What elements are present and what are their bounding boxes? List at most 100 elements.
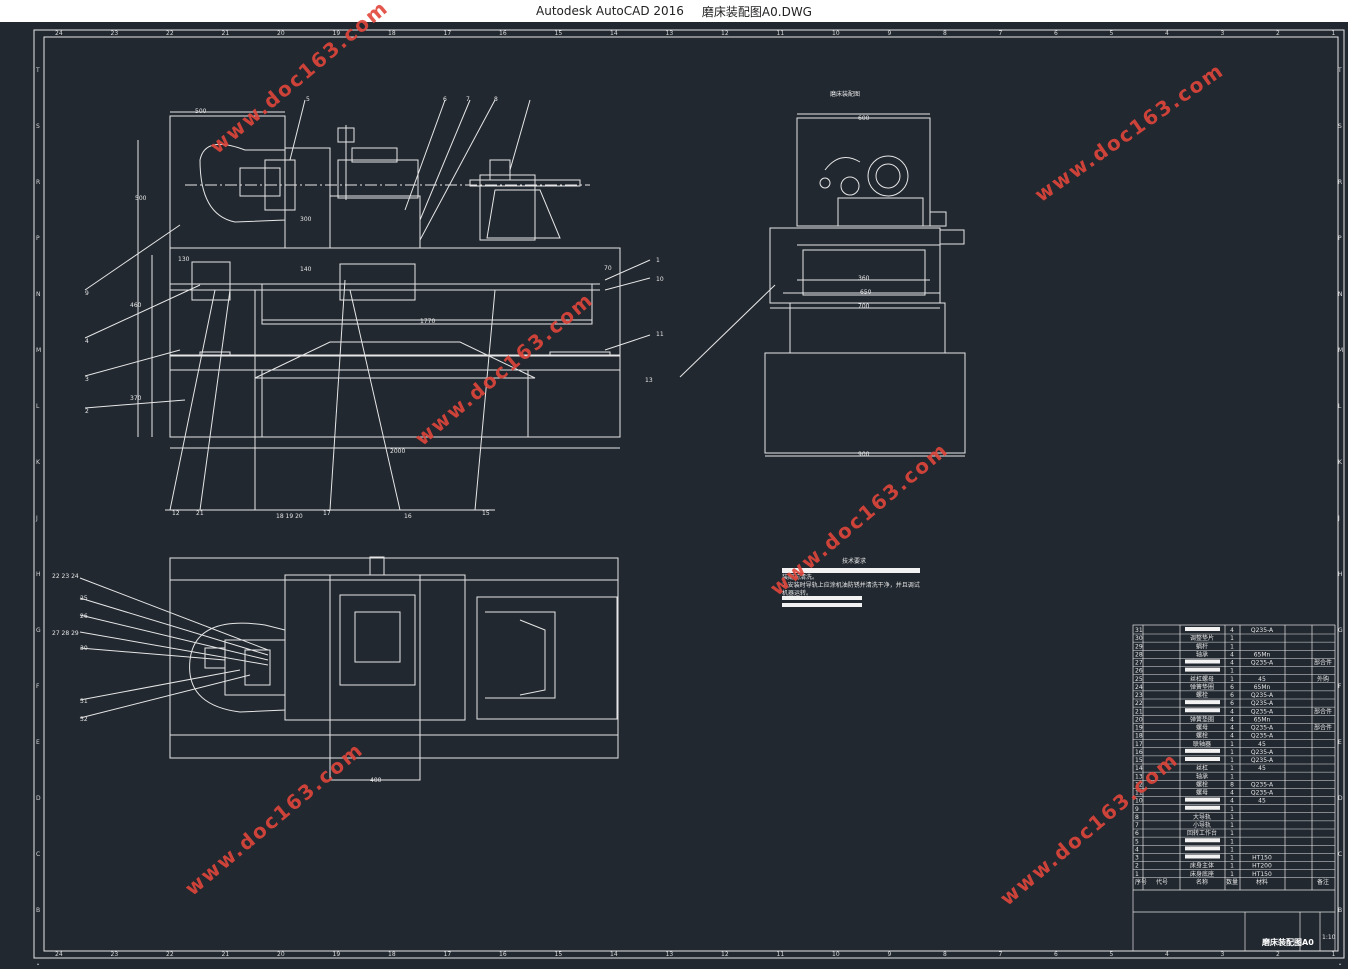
- bom-row-number: 12: [1135, 781, 1143, 788]
- bom-row-redaction: [1185, 708, 1220, 713]
- bom-row-qty: 1: [1230, 741, 1234, 748]
- bom-row-number: 29: [1135, 643, 1143, 650]
- title-bar: Autodesk AutoCAD 2016 磨床装配图A0.DWG: [0, 0, 1348, 22]
- front-dimension: 2000: [390, 448, 406, 455]
- bom-row-number: 30: [1135, 635, 1143, 642]
- frame-number-bottom: 1: [1332, 951, 1336, 958]
- frame-number-bottom: 7: [999, 951, 1003, 958]
- bom-row-remark: 外购: [1317, 675, 1329, 683]
- bom-row-redaction: [1185, 838, 1220, 843]
- bom-row-qty: 1: [1230, 830, 1234, 837]
- bom-row-qty: 1: [1230, 757, 1234, 764]
- frame-number-bottom: 23: [111, 951, 119, 958]
- bom-row-name: 弹簧垫圈: [1190, 715, 1214, 723]
- side-view-title: 磨床装配图: [830, 91, 861, 98]
- bom-row-material: 65Mn: [1254, 716, 1271, 723]
- frame-letter-right: D: [1338, 795, 1343, 802]
- bom-row-material: 45: [1258, 798, 1266, 805]
- bom-row-number: 19: [1135, 725, 1143, 732]
- frame-letter-left: R: [36, 179, 40, 186]
- frame-number-top: 8: [943, 30, 947, 37]
- bom-row-name: 回转工作台: [1187, 829, 1217, 837]
- front-dimension: 300: [300, 216, 312, 223]
- bom-row-qty: 4: [1230, 660, 1234, 667]
- bom-row-number: 3: [1135, 855, 1139, 862]
- technical-notes: 技术要求 装配前清洗。 2.安装时导轨上应涂机油防锈并清洗干净，并且调试 机器运…: [782, 558, 920, 598]
- bom-row-material: 65Mn: [1254, 684, 1271, 691]
- bom-row-name: 螺栓: [1196, 732, 1208, 740]
- frame-number-top: 24: [55, 30, 63, 37]
- bom-row-qty: 1: [1230, 676, 1234, 683]
- frame-letter-right: G: [1338, 627, 1343, 634]
- bom-header-mat: 材料: [1256, 878, 1268, 886]
- bom-row-redaction: [1185, 667, 1220, 672]
- bom-row-name: 轴承: [1196, 650, 1208, 658]
- bom-row-number: 14: [1135, 765, 1143, 772]
- bom-row-qty: 1: [1230, 806, 1234, 813]
- bom-row-number: 18: [1135, 733, 1143, 740]
- frame-letter-left: M: [36, 347, 41, 354]
- frame-number-bottom: 2: [1276, 951, 1280, 958]
- bom-row-qty: 4: [1230, 790, 1234, 797]
- frame-labels: 2424232322222121202019191818171716161515…: [35, 30, 1343, 969]
- bom-row-number: 17: [1135, 741, 1143, 748]
- bom-row-name: 轴承: [1196, 772, 1208, 780]
- frame-number-top: 7: [999, 30, 1003, 37]
- top-callout: 27 28 29: [52, 630, 79, 637]
- side-dimension: 600: [858, 115, 870, 122]
- frame-number-top: 14: [610, 30, 618, 37]
- top-callout: 26: [80, 613, 88, 620]
- frame-number-top: 22: [166, 30, 174, 37]
- bom-row-name: 床身主体: [1190, 862, 1214, 870]
- top-callout: 31: [80, 698, 88, 705]
- bom-row-qty: 1: [1230, 749, 1234, 756]
- front-callout: 12: [172, 510, 180, 517]
- front-callout: 1: [656, 257, 660, 264]
- front-dimension: 70: [604, 265, 612, 272]
- frame-letter-left: L: [36, 403, 40, 410]
- bom-row-name: 调整垫片: [1190, 634, 1214, 642]
- bom-row-name: 螺栓: [1196, 780, 1208, 788]
- frame-number-bottom: 15: [555, 951, 563, 958]
- top-callout: 25: [80, 595, 88, 602]
- frame-number-bottom: 20: [277, 951, 285, 958]
- frame-number-bottom: 16: [499, 951, 507, 958]
- front-dimension: 500: [135, 195, 147, 202]
- bom-row-number: 7: [1135, 822, 1139, 829]
- frame-number-bottom: 19: [333, 951, 341, 958]
- bom-row-number: 10: [1135, 798, 1143, 805]
- front-dimension: 370: [130, 395, 142, 402]
- frame-letter-right: E: [1338, 739, 1342, 746]
- frame-letter-left: D: [36, 795, 41, 802]
- bom-row-material: 45: [1258, 741, 1266, 748]
- bom-row-qty: 1: [1230, 838, 1234, 845]
- bom-row-redaction: [1185, 700, 1220, 705]
- frame-letter-left: G: [36, 627, 41, 634]
- side-dimension: 360: [858, 275, 870, 282]
- bom-row-name: 丝杠螺母: [1190, 675, 1214, 683]
- frame-number-bottom: 4: [1165, 951, 1169, 958]
- bom-row-redaction: [1185, 748, 1220, 753]
- frame-number-top: 11: [777, 30, 785, 37]
- frame-letter-right: M: [1338, 347, 1343, 354]
- frame-number-top: 13: [666, 30, 674, 37]
- bom-row-qty: 1: [1230, 822, 1234, 829]
- bom-row-name: 螺栓: [1196, 691, 1208, 699]
- bom-row-name: 小导轨: [1193, 821, 1211, 829]
- frame-letter-right: R: [1338, 179, 1342, 186]
- bom-row-redaction: [1185, 757, 1220, 761]
- bom-row-qty: 4: [1230, 725, 1234, 732]
- app-title: Autodesk AutoCAD 2016: [536, 4, 684, 18]
- frame-letter-left: N: [36, 291, 41, 298]
- front-dimension: 460: [130, 302, 142, 309]
- bom-row-qty: 1: [1230, 846, 1234, 853]
- bom-row-number: 9: [1135, 806, 1139, 813]
- top-callout: 30: [80, 645, 88, 652]
- bom-row-number: 2: [1135, 863, 1139, 870]
- frame-letter-left: J: [35, 515, 38, 522]
- bom-row-material: Q235-A: [1251, 692, 1274, 699]
- frame-number-bottom: 22: [166, 951, 174, 958]
- bom-row-qty: 1: [1230, 871, 1234, 878]
